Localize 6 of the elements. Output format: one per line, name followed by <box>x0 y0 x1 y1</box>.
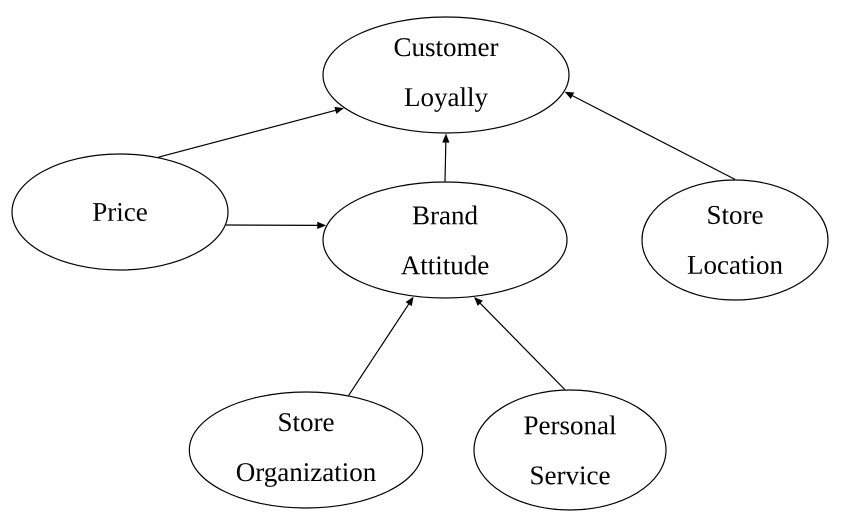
ellipse-node: Customer Loyally <box>322 16 570 134</box>
ellipse-node: Store Location <box>641 179 829 301</box>
ellipse-node: Price <box>11 153 229 271</box>
ellipse-node: Personal Service <box>473 389 667 511</box>
ellipse-node: Brand Attitude <box>322 181 568 299</box>
ellipse-node: Store Organization <box>188 391 424 509</box>
